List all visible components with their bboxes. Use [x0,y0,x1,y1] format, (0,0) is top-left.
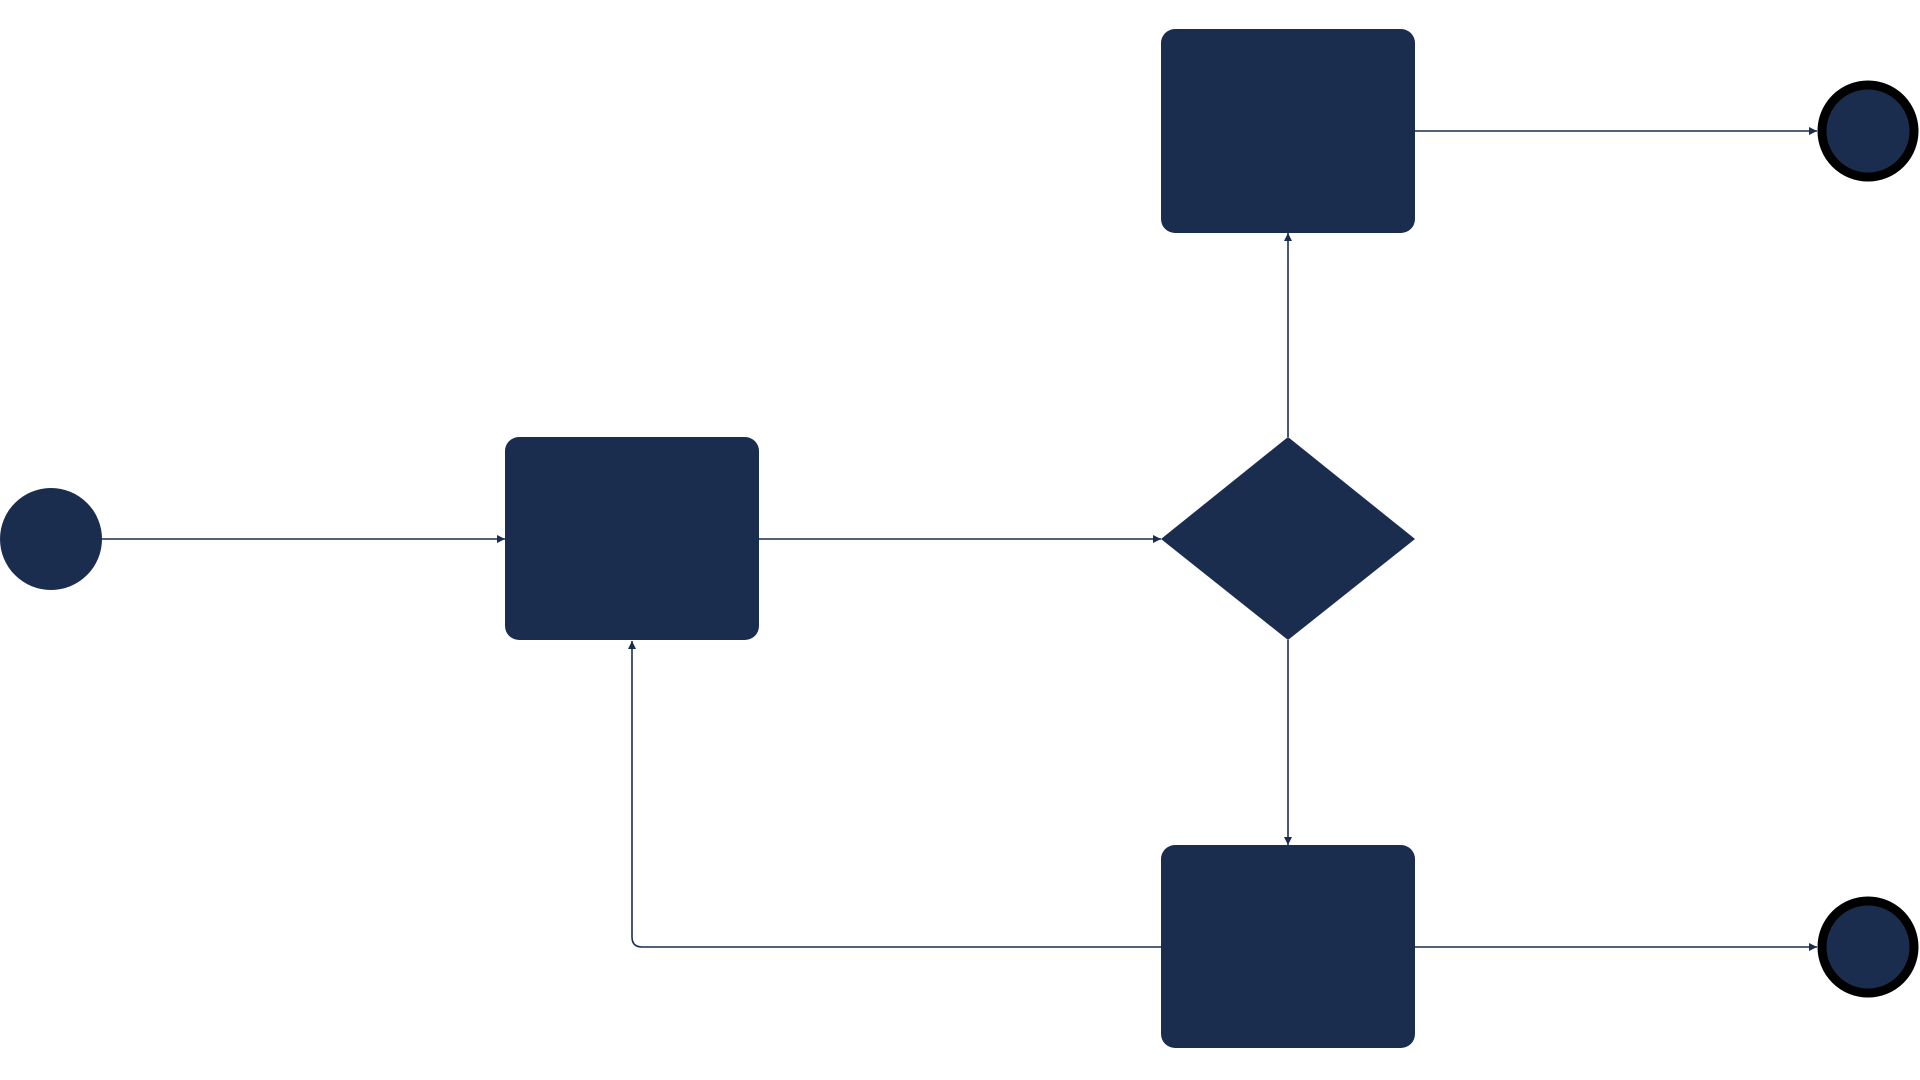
process-node-bottom[interactable] [1161,845,1415,1048]
edge-process-bottom-to-process-1[interactable] [628,641,1161,948]
process-node-top[interactable] [1161,29,1415,233]
process-node-1[interactable] [505,437,759,640]
decision-node[interactable] [1161,437,1415,640]
end-node-top[interactable] [1817,80,1919,182]
edges [102,127,1817,951]
start-node[interactable] [0,488,102,590]
end-node-bottom[interactable] [1817,896,1919,998]
nodes [0,29,1919,1048]
